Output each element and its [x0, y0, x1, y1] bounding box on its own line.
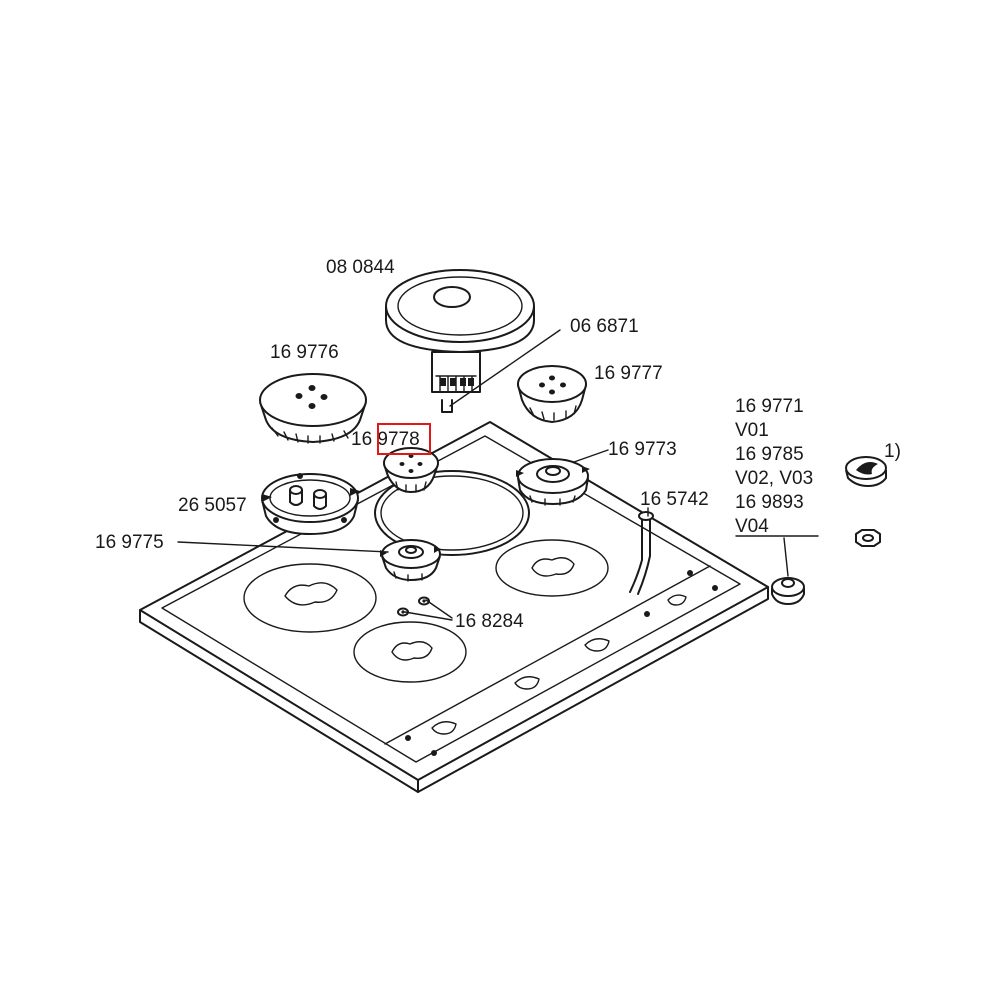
label-burner-top-right: 16 9777	[594, 363, 663, 384]
knob-list-line: 16 9771	[735, 396, 804, 417]
leader-lines	[177, 329, 819, 621]
knob-list-line: V02, V03	[735, 468, 814, 489]
knob-part-list: 16 9771 V01 16 9785 V02, V03 16 9893 V04	[735, 395, 813, 539]
burner-seat-rear-right	[495, 539, 609, 597]
knob-list-line: V01	[735, 420, 769, 441]
label-burner-small-prefix: 16	[351, 429, 378, 450]
label-burner-small-number: 9778	[377, 429, 420, 450]
hob-top-plate	[139, 421, 769, 793]
label-hotplate: 08 0844	[326, 257, 395, 278]
burner-right	[516, 458, 590, 506]
burner-seat-rear-left	[243, 563, 377, 633]
knob-list-line: 16 9785	[735, 444, 804, 465]
hotplate-recess	[374, 470, 530, 556]
nut	[855, 529, 881, 547]
burner-small-center	[383, 447, 439, 493]
knob-washer	[771, 577, 805, 605]
label-burner-small: 16 9778	[351, 430, 420, 449]
knob-list-line: V04	[735, 516, 769, 537]
highlight-box	[377, 423, 431, 455]
thermocouple	[629, 511, 654, 595]
label-burner-front: 16 9775	[95, 532, 164, 553]
label-burner-top-left: 16 9776	[270, 342, 339, 363]
hotplate	[385, 269, 535, 413]
label-connector: 06 6871	[570, 316, 639, 337]
knob	[845, 456, 887, 487]
control-holes	[405, 570, 718, 756]
label-burner-right: 16 9773	[608, 439, 677, 460]
label-thermocouple: 16 5742	[640, 489, 709, 510]
footnote-marker: 1)	[884, 441, 901, 462]
knob-list-line: 16 9893	[735, 492, 804, 513]
burner-cap-top-left	[259, 373, 367, 444]
label-screws: 16 8284	[455, 611, 524, 632]
burner-seat-front	[353, 621, 467, 683]
burner-cap-top-right	[517, 365, 587, 423]
label-burner-left: 26 5057	[178, 495, 247, 516]
burner-front	[380, 539, 441, 582]
burner-left	[261, 473, 360, 535]
